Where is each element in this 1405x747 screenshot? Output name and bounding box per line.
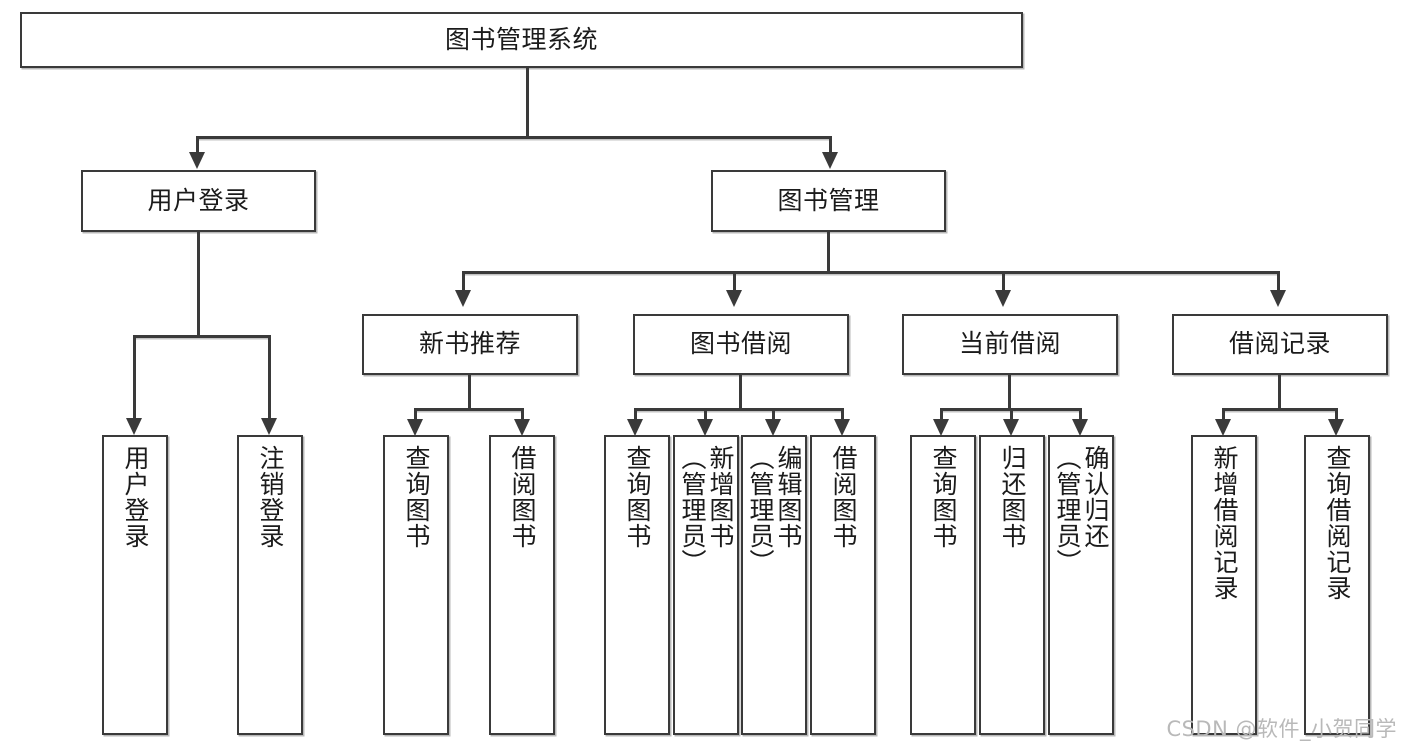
connector-book-management-stem bbox=[827, 232, 830, 271]
node-label: 新增借阅记录 bbox=[1210, 445, 1239, 601]
leaf-borrow-book[interactable]: 借阅图书 bbox=[810, 435, 876, 735]
arrowhead-leaf-borrow-record-1 bbox=[1215, 419, 1231, 436]
arrowhead-leaf-borrow-record-2 bbox=[1328, 419, 1344, 436]
connector-book-borrow-leaf-1 bbox=[634, 408, 637, 426]
leaf-edit-book-admin[interactable]: 编辑图书 （管理员） bbox=[741, 435, 807, 735]
node-label: 图书借阅 bbox=[689, 329, 792, 359]
connector-current-borrow-leaf-2 bbox=[1010, 408, 1013, 426]
node-label: 借阅图书 bbox=[829, 445, 858, 549]
connector-root-to-book-management bbox=[829, 136, 832, 156]
node-label: 图书管理 bbox=[777, 185, 880, 215]
node-label: 查询图书 bbox=[929, 445, 958, 549]
connector-borrow-record-leaf-1 bbox=[1222, 408, 1225, 426]
node-borrow-record[interactable]: 借阅记录 bbox=[1172, 314, 1388, 375]
node-label: 新增图书 （管理员） bbox=[678, 445, 735, 575]
connector-user-login-leaf-1 bbox=[133, 335, 136, 425]
node-new-book-recommend[interactable]: 新书推荐 bbox=[362, 314, 578, 375]
connector-current-borrow-leaf-1 bbox=[940, 408, 943, 426]
arrowhead-leaf-book-borrow-3 bbox=[765, 419, 781, 436]
connector-bm-to-child-4 bbox=[1277, 271, 1280, 296]
connector-new-book-bar bbox=[414, 408, 524, 411]
node-current-borrow[interactable]: 当前借阅 bbox=[902, 314, 1118, 375]
connector-borrow-record-bar bbox=[1222, 408, 1338, 411]
arrowhead-leaf-new-book-1 bbox=[407, 419, 423, 436]
arrowhead-leaf-current-borrow-1 bbox=[933, 419, 949, 436]
arrowhead-leaf-current-borrow-2 bbox=[1003, 419, 1019, 436]
leaf-query-book-recommend[interactable]: 查询图书 bbox=[383, 435, 449, 735]
connector-root-to-user-login bbox=[196, 136, 199, 156]
node-label: 图书管理系统 bbox=[444, 24, 598, 54]
arrowhead-child-borrow-record bbox=[1270, 290, 1286, 307]
arrowhead-leaf-book-borrow-4 bbox=[834, 419, 850, 436]
node-label: 查询图书 bbox=[623, 445, 652, 549]
connector-current-borrow-stem bbox=[1008, 375, 1011, 408]
connector-borrow-record-stem bbox=[1278, 375, 1281, 408]
connector-borrow-record-leaf-2 bbox=[1335, 408, 1338, 426]
leaf-query-borrow-record[interactable]: 查询借阅记录 bbox=[1304, 435, 1370, 735]
node-label: 新书推荐 bbox=[418, 329, 521, 359]
node-label: 编辑图书 （管理员） bbox=[746, 445, 803, 575]
connector-book-borrow-leaf-4 bbox=[841, 408, 844, 426]
connector-book-borrow-leaf-3 bbox=[772, 408, 775, 426]
arrowhead-book-management bbox=[822, 152, 838, 169]
connector-book-borrow-leaf-2 bbox=[704, 408, 707, 426]
node-book-management[interactable]: 图书管理 bbox=[711, 170, 946, 232]
arrowhead-child-current-borrow bbox=[995, 290, 1011, 307]
arrowhead-leaf-book-borrow-1 bbox=[627, 419, 643, 436]
node-user-login[interactable]: 用户登录 bbox=[81, 170, 316, 232]
leaf-query-book-borrow[interactable]: 查询图书 bbox=[604, 435, 670, 735]
connector-user-login-bar bbox=[133, 335, 271, 338]
connector-book-borrow-stem bbox=[739, 375, 742, 408]
arrowhead-child-book-borrow bbox=[726, 290, 742, 307]
connector-bm-to-child-1 bbox=[462, 271, 465, 296]
arrowhead-leaf-new-book-2 bbox=[514, 419, 530, 436]
arrowhead-user-login bbox=[189, 152, 205, 169]
leaf-user-login[interactable]: 用户登录 bbox=[102, 435, 168, 735]
leaf-borrow-book-recommend[interactable]: 借阅图书 bbox=[489, 435, 555, 735]
node-root-book-management-system[interactable]: 图书管理系统 bbox=[20, 12, 1023, 68]
node-label: 用户登录 bbox=[121, 445, 150, 549]
node-label: 确认归还 （管理员） bbox=[1053, 445, 1110, 575]
node-label: 借阅记录 bbox=[1228, 329, 1331, 359]
arrowhead-leaf-user-login-2 bbox=[261, 418, 277, 435]
connector-user-login-stem bbox=[197, 232, 200, 335]
connector-book-borrow-bar bbox=[634, 408, 844, 411]
connector-root-stem bbox=[526, 68, 529, 136]
connector-new-book-leaf-1 bbox=[414, 408, 417, 426]
connector-book-management-bar bbox=[462, 271, 1280, 274]
connector-root-bar bbox=[196, 136, 832, 139]
node-book-borrow[interactable]: 图书借阅 bbox=[633, 314, 849, 375]
node-label: 注销登录 bbox=[256, 445, 285, 549]
leaf-logout[interactable]: 注销登录 bbox=[237, 435, 303, 735]
node-label: 归还图书 bbox=[998, 445, 1027, 549]
node-label: 查询借阅记录 bbox=[1323, 445, 1352, 601]
arrowhead-leaf-current-borrow-3 bbox=[1072, 419, 1088, 436]
leaf-query-book-current[interactable]: 查询图书 bbox=[910, 435, 976, 735]
node-label: 用户登录 bbox=[147, 185, 250, 215]
leaf-confirm-return-admin[interactable]: 确认归还 （管理员） bbox=[1048, 435, 1114, 735]
leaf-return-book[interactable]: 归还图书 bbox=[979, 435, 1045, 735]
connector-current-borrow-leaf-3 bbox=[1079, 408, 1082, 426]
leaf-add-borrow-record[interactable]: 新增借阅记录 bbox=[1191, 435, 1257, 735]
node-label: 借阅图书 bbox=[508, 445, 537, 549]
connector-bm-to-child-2 bbox=[733, 271, 736, 296]
connector-new-book-leaf-2 bbox=[521, 408, 524, 426]
arrowhead-leaf-book-borrow-2 bbox=[697, 419, 713, 436]
connector-user-login-leaf-2 bbox=[268, 335, 271, 425]
node-label: 查询图书 bbox=[402, 445, 431, 549]
arrowhead-child-new-book bbox=[455, 290, 471, 307]
connector-bm-to-child-3 bbox=[1002, 271, 1005, 296]
node-label: 当前借阅 bbox=[958, 329, 1061, 359]
connector-new-book-stem bbox=[468, 375, 471, 408]
leaf-add-book-admin[interactable]: 新增图书 （管理员） bbox=[673, 435, 739, 735]
arrowhead-leaf-user-login-1 bbox=[126, 418, 142, 435]
